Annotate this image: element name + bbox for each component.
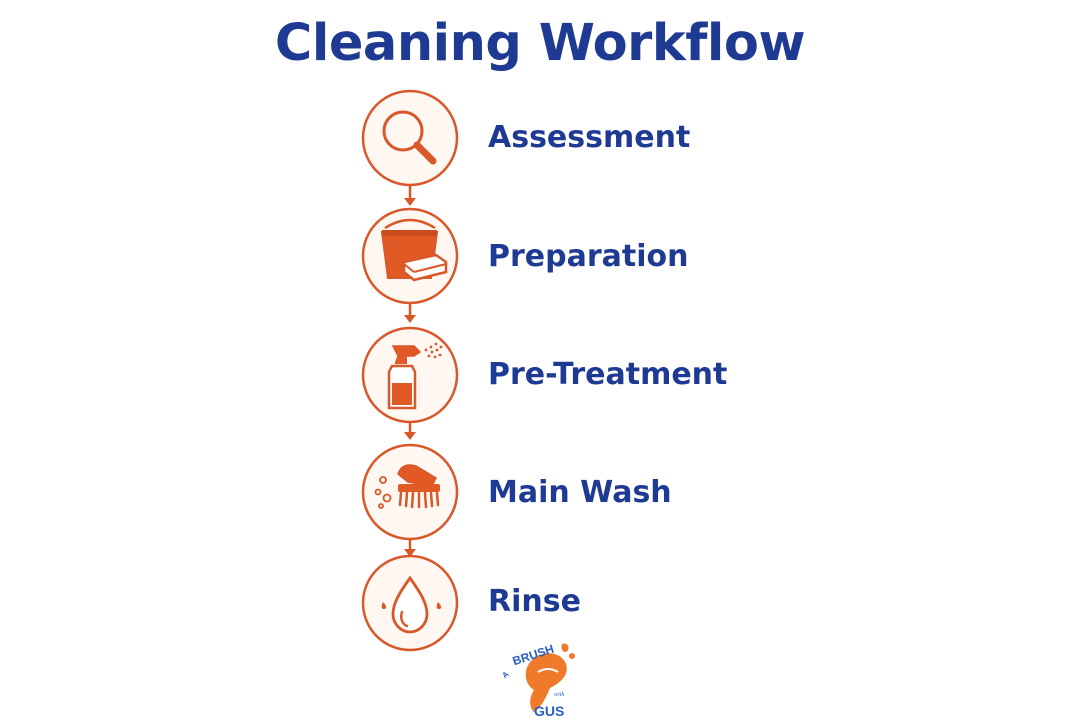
connector-arrowhead <box>404 315 416 323</box>
logo-text-a: A <box>500 669 510 680</box>
connector-arrows <box>404 186 416 557</box>
scrub-brush-icon <box>374 464 440 509</box>
step-node-main-wash <box>361 443 459 541</box>
page-title: Cleaning Workflow <box>274 14 806 73</box>
step-label-main-wash: Main Wash <box>488 475 672 510</box>
step-label-rinse: Rinse <box>488 584 581 619</box>
step-node-preparation <box>361 207 459 305</box>
water-drop-icon <box>381 575 442 634</box>
connector-arrowhead <box>404 549 416 557</box>
logo-text-gus: GUS <box>534 703 564 718</box>
step-node-rinse <box>361 554 459 652</box>
logo-text-with: with <box>554 692 564 698</box>
step-label-assessment: Assessment <box>488 120 691 155</box>
magnifier-icon <box>382 110 437 165</box>
connector-arrowhead <box>404 432 416 440</box>
step-node-pre-treatment <box>361 326 459 424</box>
step-label-preparation: Preparation <box>488 239 689 274</box>
spray-bottle-icon <box>387 342 443 410</box>
step-node-assessment <box>361 89 459 187</box>
step-label-pre-treatment: Pre-Treatment <box>488 357 728 392</box>
connector-arrowhead <box>404 198 416 206</box>
bucket-sponge-icon <box>380 218 448 282</box>
brand-logo: A BRUSH with GUS <box>500 642 575 718</box>
